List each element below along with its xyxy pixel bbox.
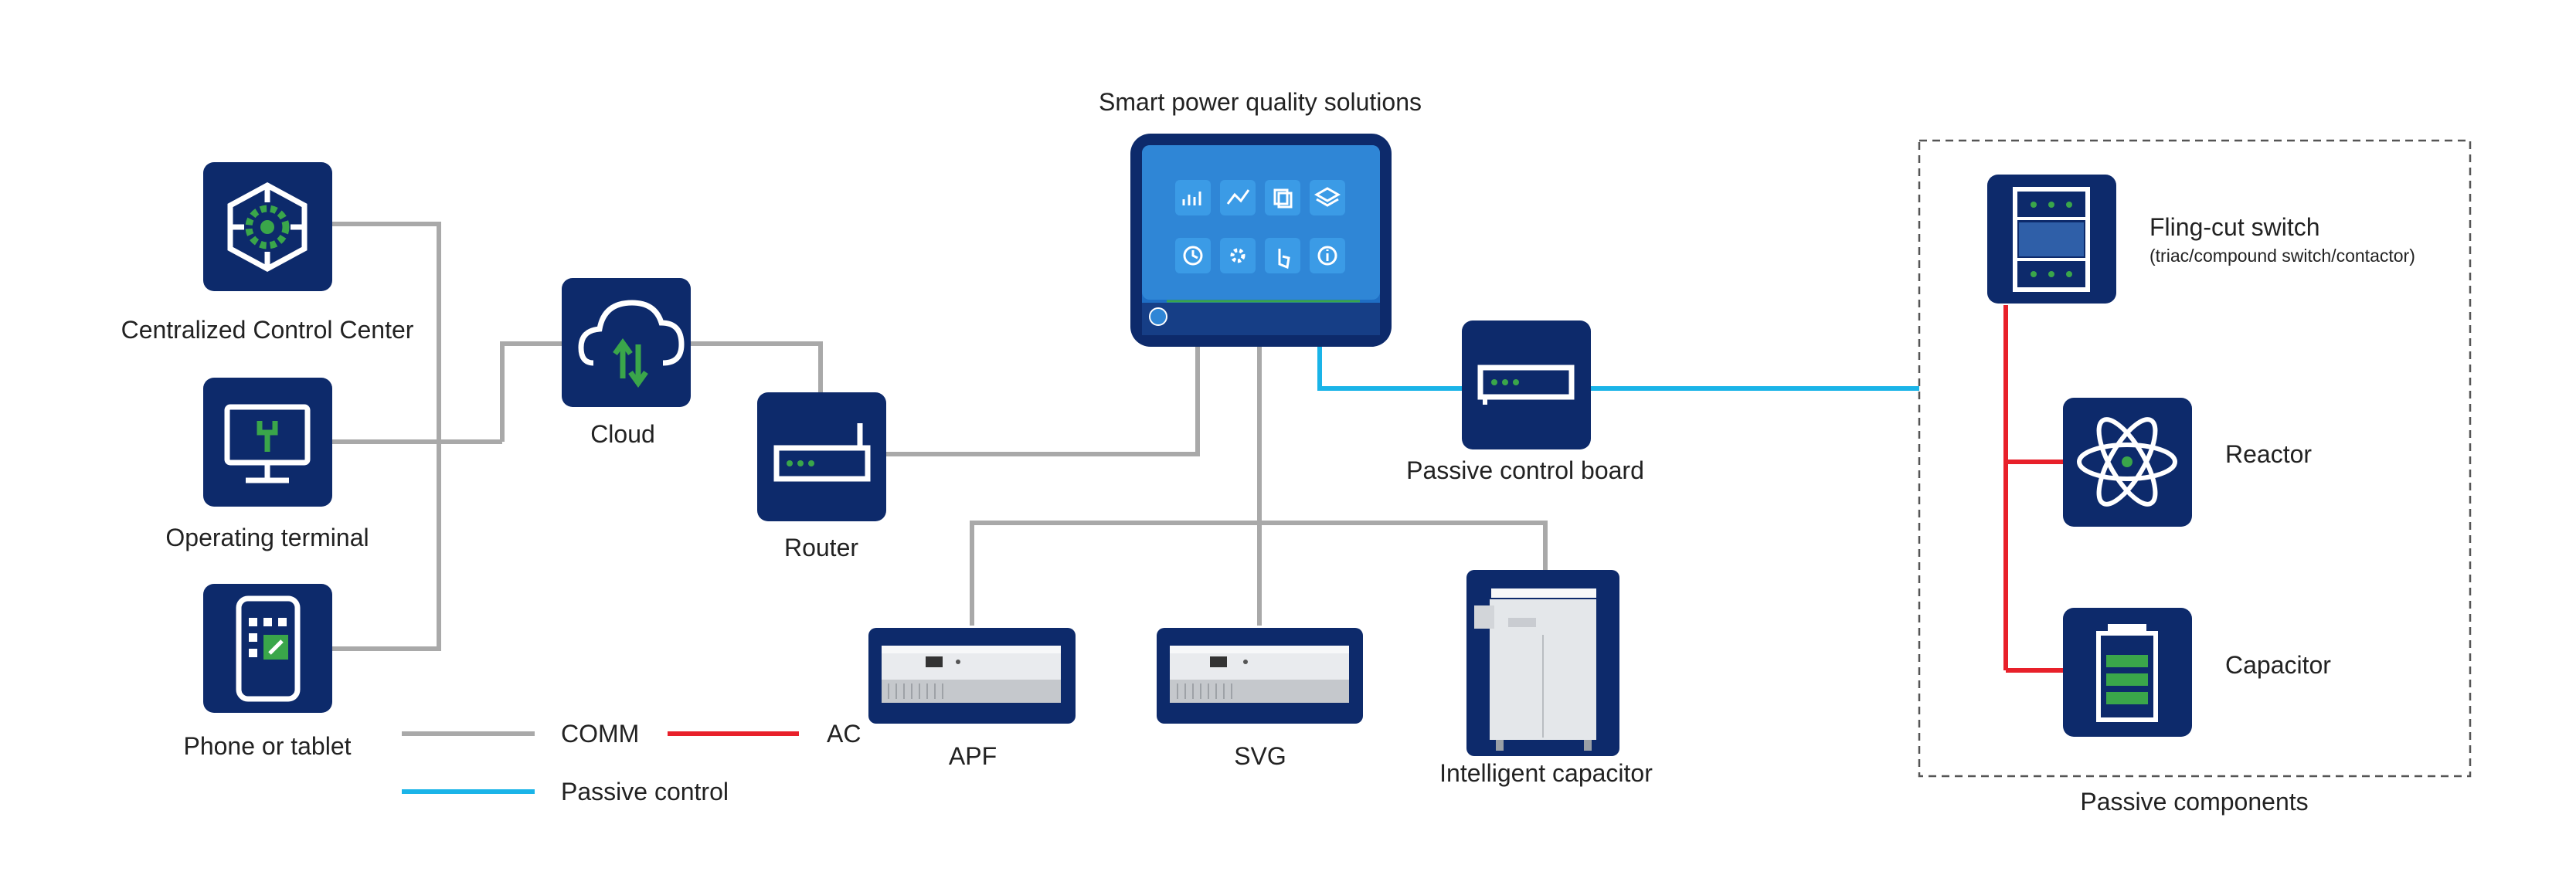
control-center-label: Centralized Control Center: [121, 316, 414, 344]
fling-cut-subtitle: (triac/compound switch/contactor): [2149, 246, 2415, 266]
control-board-icon: [1477, 365, 1575, 405]
reactor-label: Reactor: [2225, 440, 2312, 468]
comm-line-cloud-router: [688, 341, 823, 392]
capacitor-label: Capacitor: [2225, 651, 2331, 679]
passive-control-board-node[interactable]: Passive control board: [1406, 321, 1644, 484]
svg-device-node[interactable]: SVG: [1157, 628, 1363, 770]
router-node[interactable]: Router: [757, 392, 886, 561]
settings-gear-icon[interactable]: [1220, 238, 1256, 273]
svg-label: SVG: [1234, 742, 1286, 770]
fling-cut-title: Fling-cut switch: [2149, 213, 2320, 241]
passive-group-label: Passive components: [2080, 788, 2308, 816]
layers-icon[interactable]: [1310, 180, 1345, 215]
legend: COMM AC Passive control: [402, 720, 861, 806]
reactor-node[interactable]: Reactor: [2063, 398, 2312, 527]
fling-cut-switch-node[interactable]: Fling-cut switch (triac/compound switch/…: [1987, 175, 2415, 304]
passive-control-line: [1317, 344, 1919, 391]
copy-icon[interactable]: [1265, 180, 1300, 215]
cloud-label: Cloud: [590, 420, 655, 448]
legend-ac-label: AC: [827, 720, 861, 748]
comm-line-to-cloud: [500, 341, 562, 442]
solution-title: Smart power quality solutions: [1099, 88, 1422, 116]
intelligent-capacitor-node[interactable]: Intelligent capacitor: [1439, 570, 1653, 787]
comm-lines: [332, 222, 1548, 651]
battery-icon: [2096, 624, 2158, 722]
capacitor-cabinet-image: [1474, 588, 1596, 751]
passive-components-frame: [1918, 139, 2472, 778]
comm-line-router-screen: [885, 344, 1200, 456]
capacitor-node[interactable]: Capacitor: [2063, 608, 2331, 737]
atom-icon: [2077, 417, 2177, 507]
apf-node[interactable]: APF: [868, 628, 1076, 770]
router-label: Router: [784, 534, 858, 561]
phone-tablet-node[interactable]: Phone or tablet: [183, 584, 352, 760]
passive-board-label: Passive control board: [1406, 456, 1644, 484]
ac-lines: [2003, 305, 2063, 673]
monitor-icon: [224, 404, 311, 483]
app-tiles: [1175, 180, 1345, 273]
intelligent-capacitor-label: Intelligent capacitor: [1439, 759, 1653, 787]
bar-chart-icon[interactable]: [1175, 180, 1211, 215]
cloud-sync-icon: [578, 300, 685, 388]
legend-passive-label: Passive control: [561, 778, 729, 806]
smart-power-screen[interactable]: Smart power quality solutions: [1099, 88, 1422, 347]
phone-tablet-label: Phone or tablet: [183, 732, 351, 760]
legend-comm-label: COMM: [561, 720, 639, 748]
operating-terminal-label: Operating terminal: [165, 524, 369, 551]
hexagon-gear-icon: [227, 182, 308, 272]
phone-icon: [236, 595, 301, 702]
comm-line-left-bus: [332, 222, 441, 651]
home-icon[interactable]: [1149, 307, 1167, 326]
svg-cabinet-image: [1170, 646, 1349, 703]
control-center-node[interactable]: Centralized Control Center: [121, 162, 414, 344]
apf-cabinet-image: [882, 646, 1061, 703]
switch-cabinet-icon: [2013, 187, 2090, 292]
cloud-node[interactable]: Cloud: [562, 278, 691, 448]
operating-terminal-node[interactable]: Operating terminal: [165, 378, 369, 551]
apf-label: APF: [949, 742, 997, 770]
router-icon: [773, 423, 871, 482]
touch-hand-icon[interactable]: [1265, 238, 1300, 273]
